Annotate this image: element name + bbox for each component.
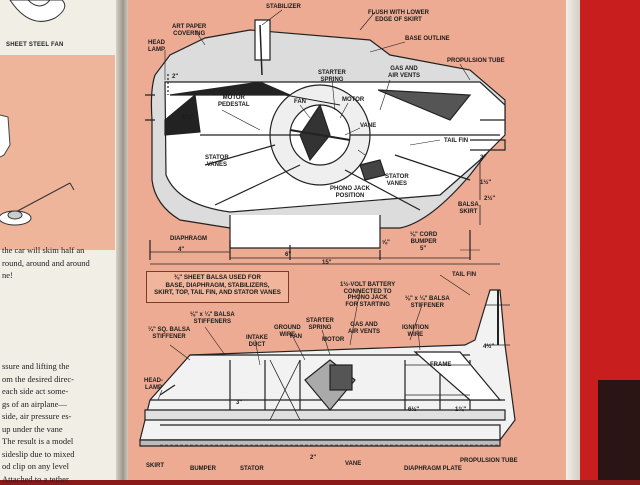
label-balsa-stiffeners: ⅛" x ¼" BALSA STIFFENERS — [190, 312, 235, 325]
dim-4-1-2in: 4½" — [483, 344, 494, 351]
label-gas-air-vents-side: GAS AND AIR VENTS — [348, 322, 380, 335]
dim-2in: 2" — [172, 74, 178, 81]
label-cord-bumper: ⅛" CORD BUMPER — [410, 232, 437, 245]
label-diaphragm: DIAPHRAGM — [170, 236, 207, 243]
dim-5-8in: ⅝" — [382, 240, 390, 247]
label-art-paper: ART PAPER COVERING — [172, 24, 206, 37]
materials-note-text: ⅜" SHEET BALSA USED FOR BASE, DIAPHRAGM,… — [147, 274, 288, 297]
label-vane-side: VANE — [345, 461, 361, 468]
label-base-outline: BASE OUTLINE — [405, 36, 450, 43]
dim-3in-side: 3" — [236, 400, 242, 407]
label-bumper: BUMPER — [190, 466, 216, 473]
label-phono-jack: PHONO JACK POSITION — [330, 186, 370, 199]
dim-15in: 15" — [322, 260, 332, 267]
label-balsa-skirt: BALSA SKIRT — [458, 202, 479, 215]
label-balsa-stiffener-right: ⅛" x ¼" BALSA STIFFENER — [405, 296, 450, 309]
label-stator: STATOR — [240, 466, 264, 473]
dim-5in: 5" — [420, 246, 426, 253]
label-sq-balsa: ¼" SQ. BALSA STIFFENER — [148, 327, 190, 340]
dim-1-3-4in: 1¾" — [182, 115, 193, 122]
label-starter-spring: STARTER SPRING — [318, 70, 346, 83]
label-tail-fin-side: TAIL FIN — [452, 272, 476, 279]
dim-4in: 4" — [178, 247, 184, 254]
label-fan: FAN — [294, 99, 306, 106]
dim-1-1-2in: 1½" — [480, 180, 491, 187]
label-propulsion-tube: PROPULSION TUBE — [447, 58, 505, 65]
dim-1-3-4in-side: 1¾" — [455, 407, 466, 414]
label-flush: FLUSH WITH LOWER EDGE OF SKIRT — [368, 10, 429, 23]
label-head-lamp-side: HEAD- LAMP — [144, 378, 163, 391]
label-vane: VANE — [360, 123, 376, 130]
dim-6-1-2in: 6½" — [408, 407, 419, 414]
label-motor-side: MOTOR — [322, 337, 344, 344]
materials-note: ⅜" SHEET BALSA USED FOR BASE, DIAPHRAGM,… — [146, 271, 289, 303]
label-stator-vanes-right: STATOR VANES — [385, 174, 409, 187]
dim-2in-side: 2" — [310, 455, 316, 462]
label-motor-pedestal: MOTOR PEDESTAL — [218, 95, 250, 108]
label-starter-spring-side: STARTER SPRING — [306, 318, 334, 331]
label-stabilizer: STABILIZER — [266, 4, 301, 11]
label-frame: FRAME — [430, 362, 451, 369]
dim-6in: 6" — [285, 252, 291, 259]
label-stator-vanes-left: STATOR VANES — [205, 155, 229, 168]
label-diaphragm-plate: DIAPHRAGM PLATE — [404, 466, 462, 473]
dim-3in: 3" — [480, 155, 486, 162]
dim-2-1-2in: 2½" — [484, 196, 495, 203]
label-battery: 1½-VOLT BATTERY CONNECTED TO PHONO JACK … — [340, 282, 395, 308]
label-gas-air-vents: GAS AND AIR VENTS — [388, 66, 420, 79]
label-propulsion-tube-side: PROPULSION TUBE — [460, 458, 518, 465]
label-head-lamp: HEAD LAMP — [148, 40, 165, 53]
label-skirt: SKIRT — [146, 463, 164, 470]
label-motor: MOTOR — [342, 97, 364, 104]
label-intake-duct: INTAKE DUCT — [246, 335, 268, 348]
label-ignition-wire: IGNITION WIRE — [402, 325, 429, 338]
label-tail-fin: TAIL FIN — [444, 138, 468, 145]
label-fan-side: FAN — [290, 334, 302, 341]
